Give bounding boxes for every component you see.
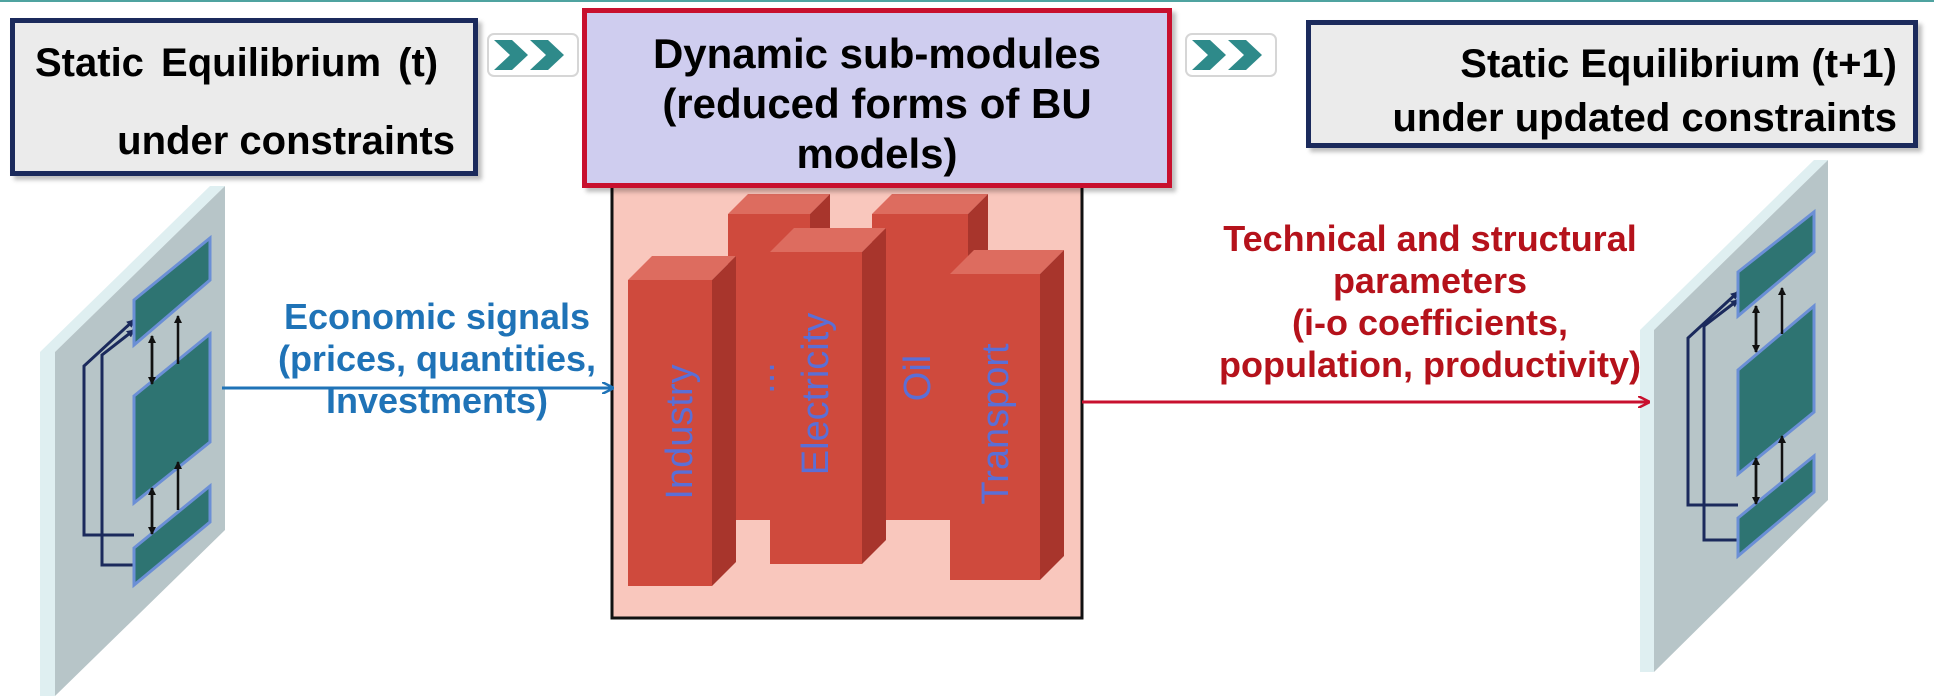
static-model-panel-left <box>40 186 225 696</box>
economic-signals-line1: Economic signals <box>283 296 591 337</box>
dynamic-submodules-line2: (reduced forms of BU <box>662 80 1092 127</box>
technical-parameters-line4: population, productivity) <box>1219 344 1641 385</box>
technical-parameters-label: Technical and structural parameters (i-o… <box>1200 218 1660 386</box>
static-equilibrium-t1-title: Static Equilibrium (t+1) <box>1460 42 1897 86</box>
label-industry: Industry <box>659 364 701 499</box>
technical-parameters-line2: parameters <box>1332 260 1528 301</box>
top-accent-line <box>0 0 1934 2</box>
technical-parameters-line1: Technical and structural <box>1223 218 1637 259</box>
label-ellipsis: ... <box>741 362 783 394</box>
bar-transport <box>950 250 1064 580</box>
dynamic-submodules-line1: Dynamic sub-modules <box>652 30 1102 77</box>
label-transport: Transport <box>975 343 1017 505</box>
bar-industry <box>628 256 736 586</box>
static-equilibrium-t-subtitle: under constraints <box>117 119 455 163</box>
economic-signals-line3: Investments) <box>325 380 549 421</box>
dynamic-submodules-box: Dynamic sub-modules (reduced forms of BU… <box>582 8 1172 188</box>
label-electricity: Electricity <box>795 313 837 476</box>
economic-signals-label: Economic signals (prices, quantities, In… <box>252 296 622 422</box>
chevron-arrows-right <box>1185 33 1277 77</box>
technical-parameters-line3: (i-o coefficients, <box>1291 302 1569 343</box>
static-equilibrium-t1-subtitle: under updated constraints <box>1392 96 1898 140</box>
chevron-arrows-left <box>487 33 579 77</box>
dynamic-submodules-line3: models) <box>796 130 958 177</box>
label-oil: Oil <box>897 355 939 401</box>
static-equilibrium-t1-box: Static Equilibrium (t+1) under updated c… <box>1306 20 1918 148</box>
economic-signals-line2: (prices, quantities, <box>277 338 597 379</box>
static-equilibrium-t-title: Static Equilibrium (t) <box>35 41 439 85</box>
static-equilibrium-t-box: Static Equilibrium (t) under constraints <box>10 18 478 176</box>
bar-electricity <box>770 228 886 564</box>
static-model-panel-right <box>1640 160 1828 672</box>
